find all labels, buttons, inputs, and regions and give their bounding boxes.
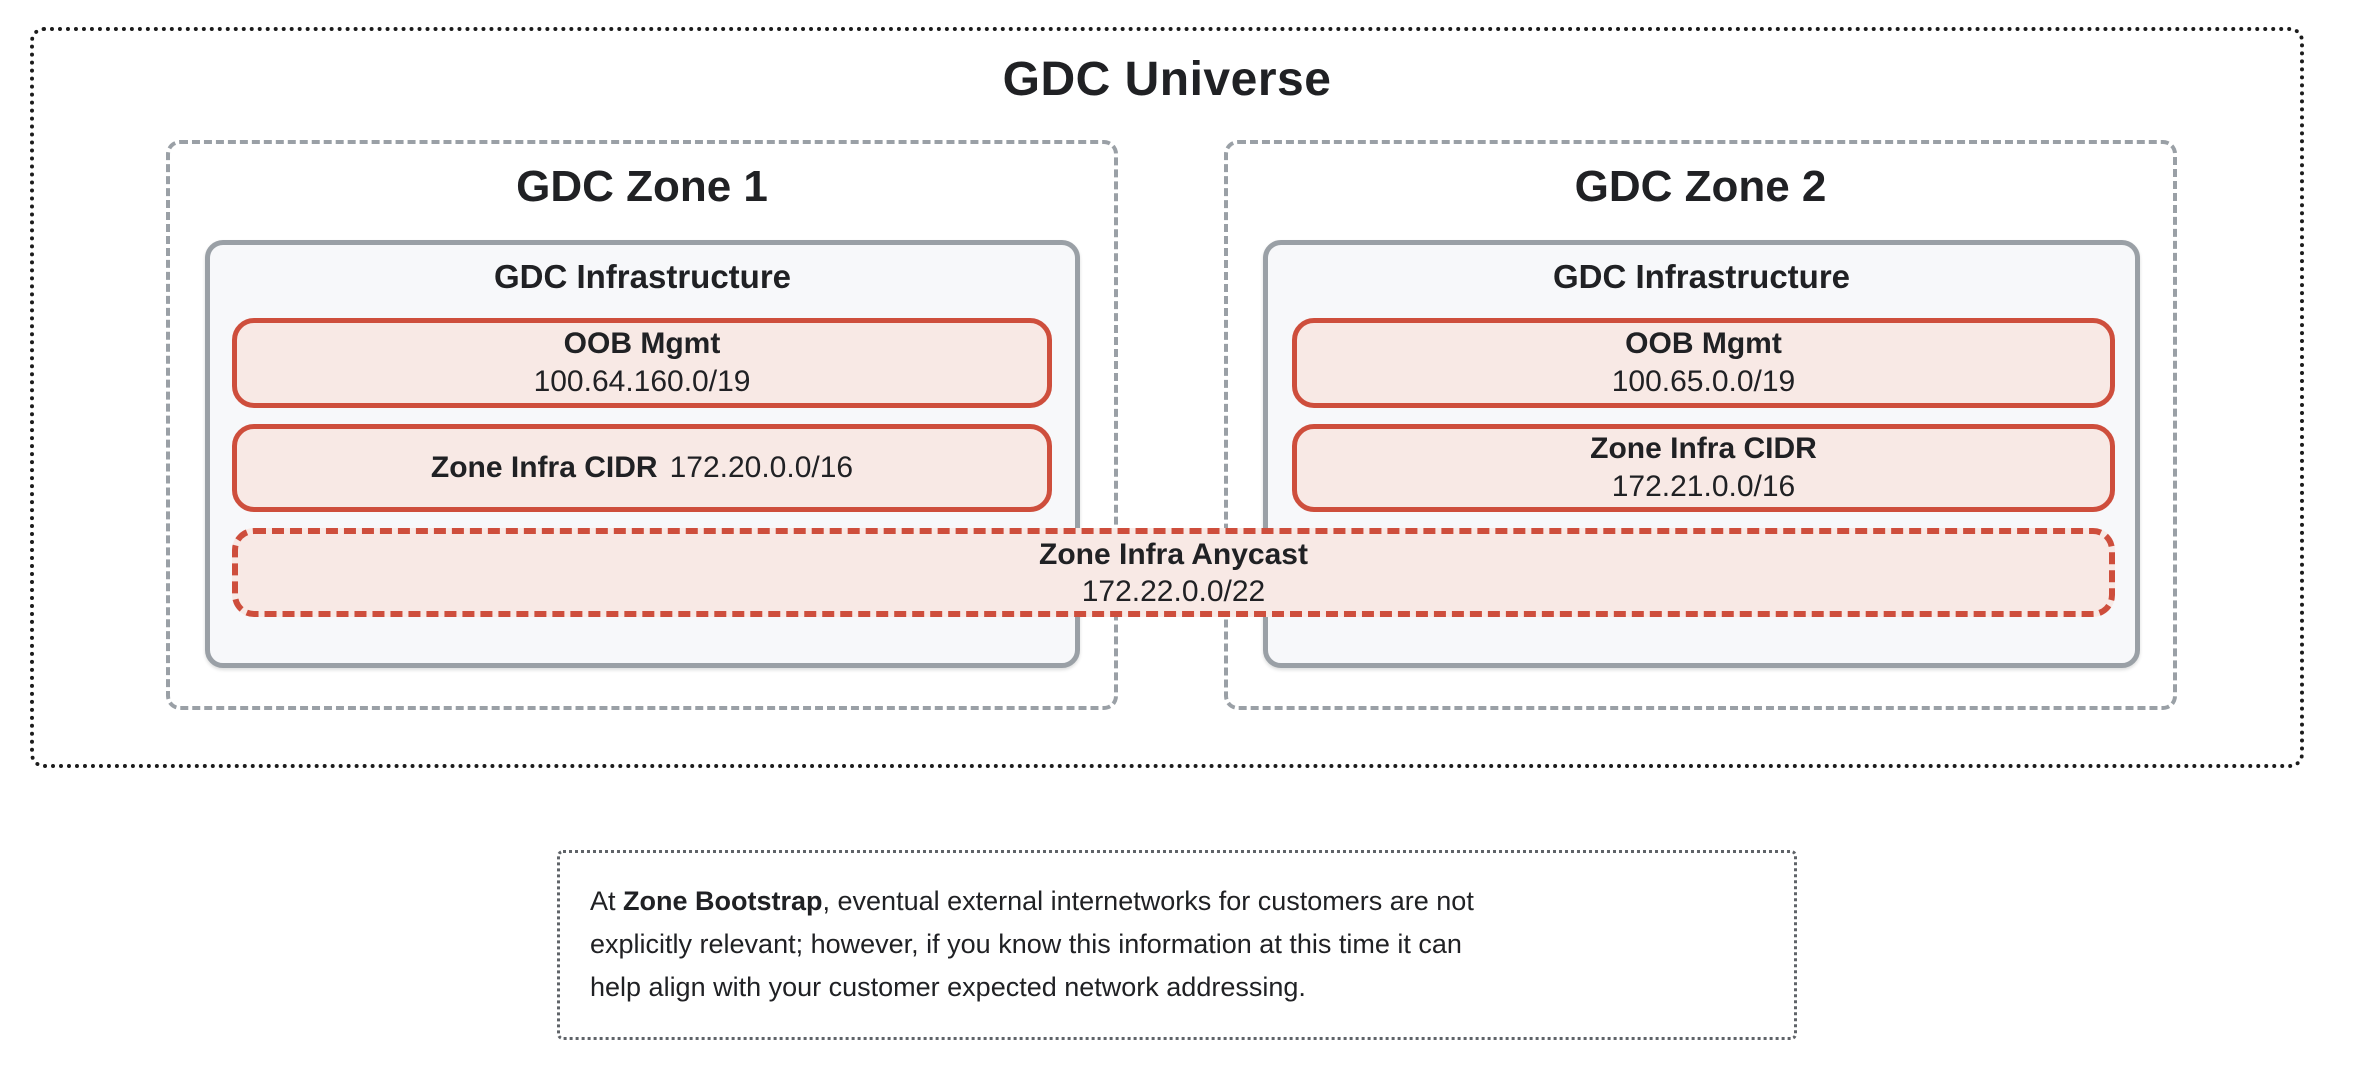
zone-2-oob-mgmt-label: OOB Mgmt [1625,327,1782,360]
zone-2-infra-cidr-label: Zone Infra CIDR [1590,432,1817,465]
note-line-1-bold: Zone Bootstrap [623,886,823,916]
zone-1-infra-cidr-value: 172.20.0.0/16 [669,451,854,484]
zone-2-infrastructure-title: GDC Infrastructure [1552,258,1851,295]
zone-1-oob-mgmt-label: OOB Mgmt [563,327,721,360]
zone-1-title: GDC Zone 1 [516,162,768,211]
gdc-zone-2-box [1224,140,2177,710]
zone-1-oob-mgmt-cidr: 100.64.160.0/19 [533,365,751,398]
universe-title: GDC Universe [1002,53,1332,106]
zone-2-title: GDC Zone 2 [1574,162,1827,211]
note-line-3: help align with your customer expected n… [590,972,1306,1002]
note-line-1-rest: , eventual external internetworks for cu… [822,886,1474,916]
zone-2-oob-mgmt-cidr: 100.65.0.0/19 [1611,365,1796,398]
zone-2-infra-cidr-value: 172.21.0.0/16 [1611,470,1796,503]
zone-1-oob-mgmt-box: OOB Mgmt 100.64.160.0/19 [232,318,1052,408]
zone-bootstrap-note: At Zone Bootstrap, eventual external int… [557,850,1797,1040]
zone-1-infra-cidr-label: Zone Infra CIDR [430,451,658,484]
anycast-cidr: 172.22.0.0/22 [1081,574,1266,608]
zone-1-infrastructure-title: GDC Infrastructure [493,258,792,295]
zone-2-infra-cidr-box: Zone Infra CIDR 172.21.0.0/16 [1292,424,2115,512]
zone-infra-anycast-box: Zone Infra Anycast 172.22.0.0/22 [232,528,2115,617]
gdc-zone-1-box [166,140,1118,710]
gdc-universe-box [30,27,2304,768]
zone-2-oob-mgmt-box: OOB Mgmt 100.65.0.0/19 [1292,318,2115,408]
note-line-1-prefix: At [590,886,624,916]
anycast-label: Zone Infra Anycast [1039,537,1308,571]
note-line-1: At Zone Bootstrap, eventual external int… [590,880,1764,923]
note-line-2: explicitly relevant; however, if you kno… [590,929,1462,959]
zone-1-infra-cidr-box: Zone Infra CIDR 172.20.0.0/16 [232,424,1052,512]
